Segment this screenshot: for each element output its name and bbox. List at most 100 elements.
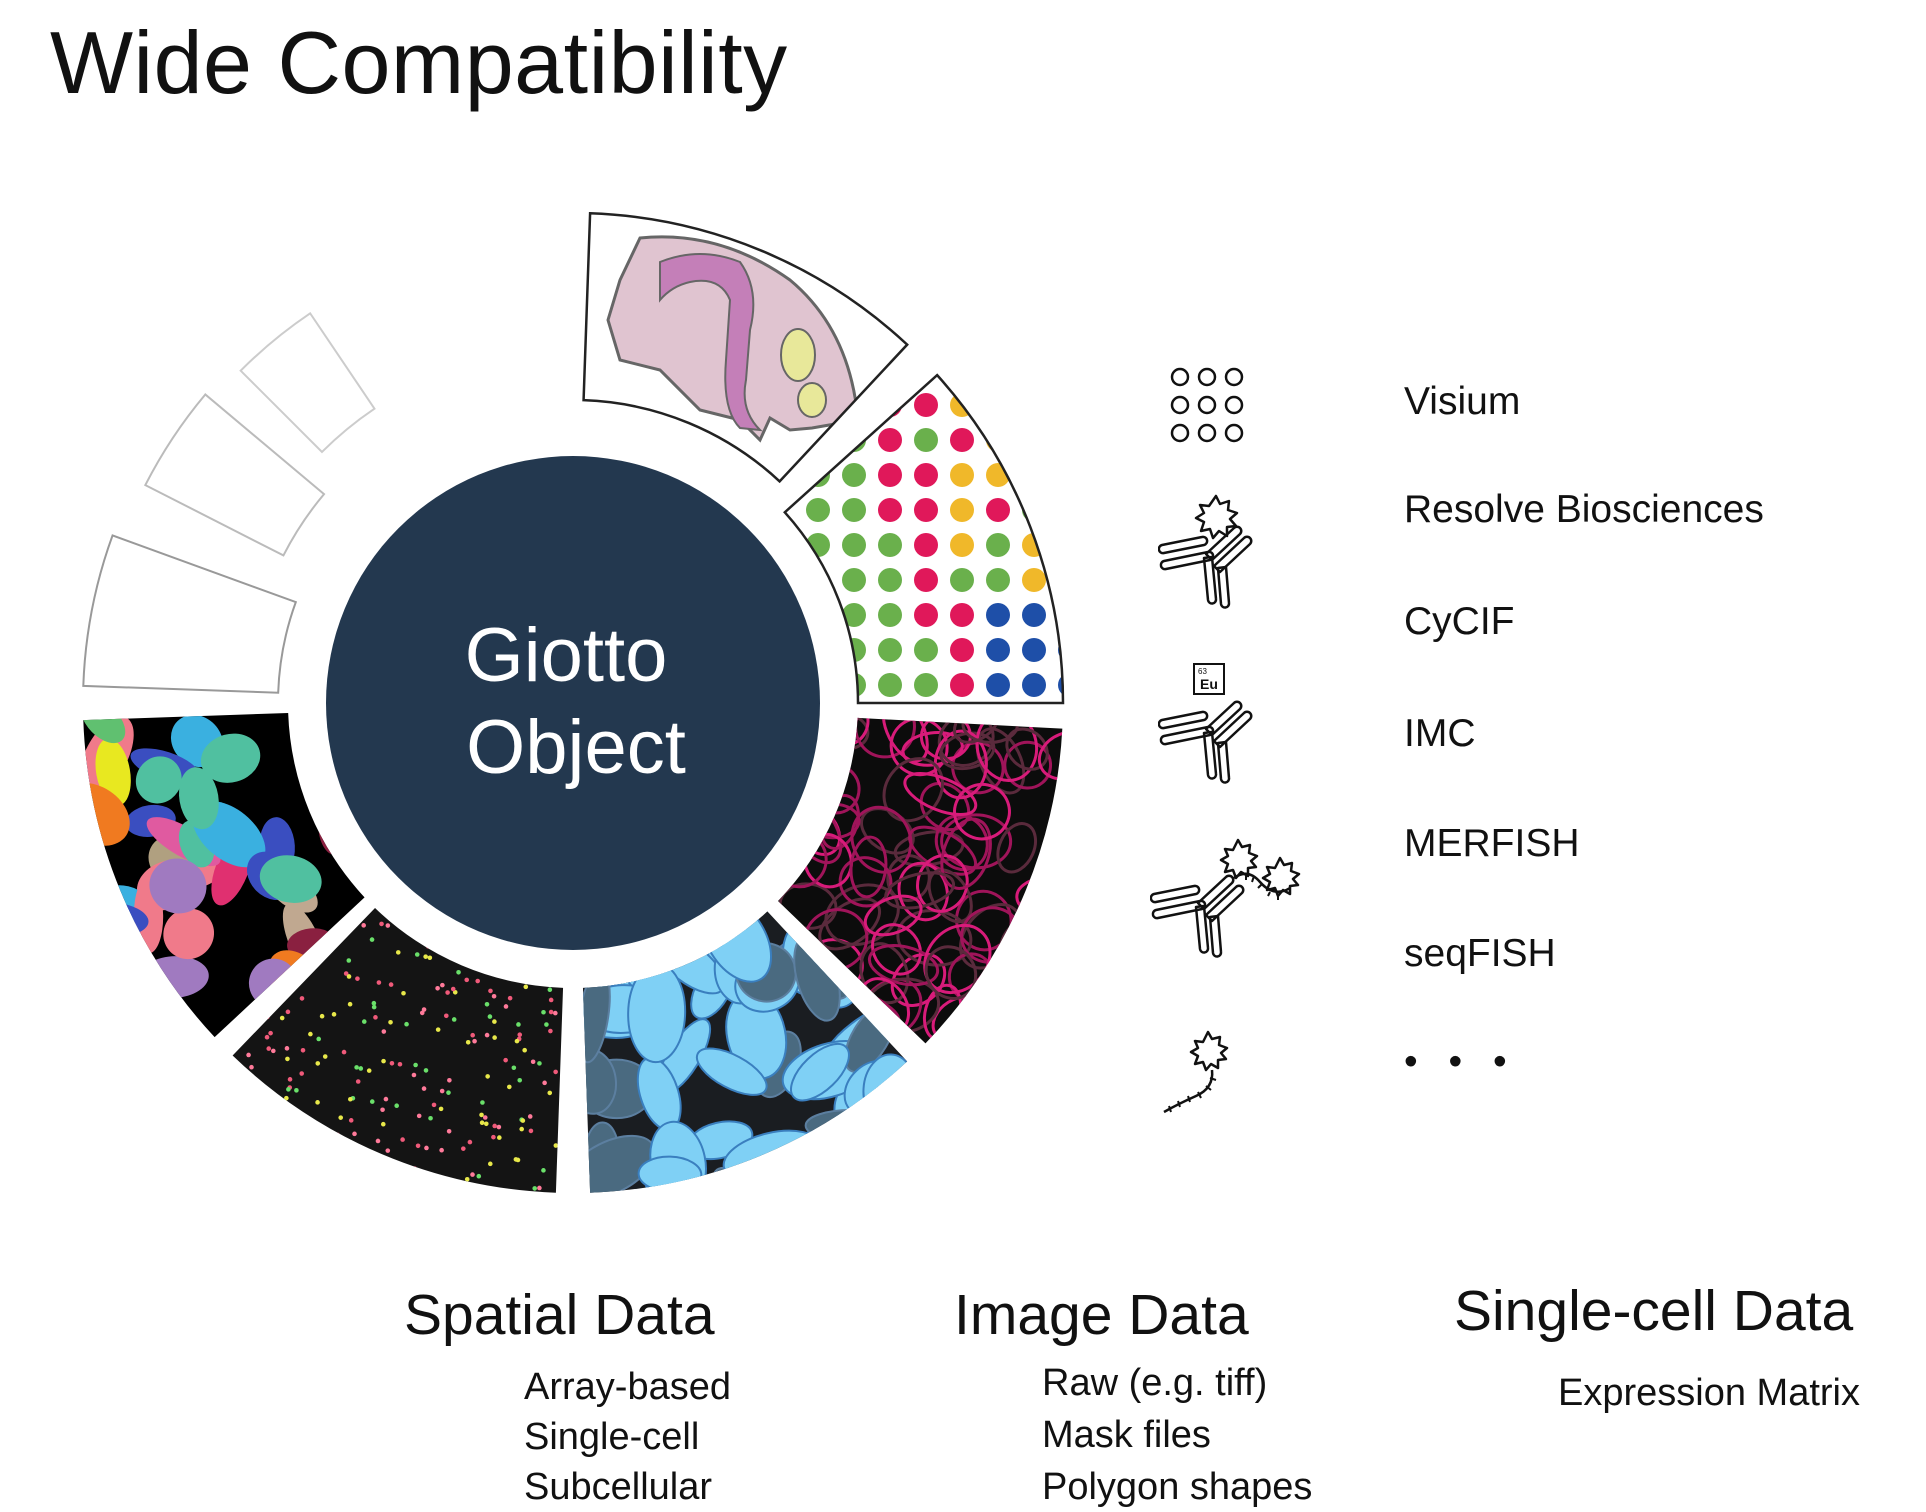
segmented-cell [178,767,219,830]
page-title: Wide Compatibility [50,13,788,112]
transcript-point [491,1134,496,1140]
transcript-point [438,1195,443,1200]
transcript-point [331,1012,337,1017]
transcript-point [361,1019,367,1024]
array-spot [1058,533,1063,557]
empty-placeholder-wedge [143,393,326,557]
transcript-point [285,1056,290,1062]
transcript-point [548,997,554,1003]
tech-label-resolve-biosciences: Resolve Biosciences [1404,488,1764,531]
mask-cell-outline [884,871,956,910]
transcript-point [247,1122,252,1127]
transcript-point [442,949,447,955]
transcript-point [383,1096,389,1102]
array-spot [950,638,974,662]
array-spot [986,533,1010,557]
transcript-point [299,1071,304,1076]
array-spot [878,428,902,452]
tech-label-imc: IMC [1404,712,1476,755]
transcript-point [295,1138,301,1143]
mask-cell-outline [996,822,1038,874]
transcript-point [388,1020,393,1025]
transcript-point [381,1058,386,1064]
transcript-point [435,1027,441,1032]
array-dots-wedge [783,373,1118,705]
mask-cell-outline [916,854,969,913]
array-spot [842,533,866,557]
transcript-point [470,1032,475,1038]
transcript-point [424,1186,430,1192]
transcript-point [302,1191,308,1193]
transcript-point [277,995,282,1000]
transcript-point [436,1174,441,1180]
transcript-point [479,1120,485,1126]
transcript-point [338,1115,344,1120]
section-title-singlecell: Single-cell Data [1454,1279,1854,1343]
empty-placeholder-wedge [82,534,298,694]
polygon-cell [637,1155,703,1193]
array-spot [878,568,902,592]
array-spot [950,428,974,452]
transcript-point [308,1031,313,1037]
transcript-point [519,953,525,959]
rna-probe-icon [1163,1030,1229,1114]
mask-cell-outline [1037,730,1063,781]
mask-cell-outline [953,717,1001,744]
transcript-point [507,995,513,1001]
mask-image-wedge [778,717,1063,1044]
mask-cell-outline [903,771,978,817]
transcript-point [484,1032,490,1038]
polygon-cell [804,1109,901,1144]
transcript-point [485,1074,490,1079]
transcript-point [360,1179,366,1184]
array-spot [1058,603,1063,627]
transcript-point [439,1088,445,1094]
array-spot [878,638,902,662]
array-spot [986,568,1010,592]
array-spot [986,428,1010,452]
transcript-point [472,1190,478,1193]
array-spot [1094,393,1118,417]
array-spot [914,428,938,452]
transcript-point [380,1107,385,1113]
transcript-point [440,982,445,988]
segmented-cell [149,858,207,914]
transcript-point [256,1163,262,1169]
transcript-point [503,964,509,969]
transcript-point [547,987,553,993]
array-spot [1094,463,1118,487]
transcript-point [275,993,281,998]
transcript-point [495,942,501,948]
segmented-cell [259,855,322,903]
image-item: Mask files [1042,1414,1211,1456]
transcript-point [316,1128,322,1134]
transcript-point [423,954,428,959]
array-spot [1022,393,1046,417]
transcript-point [497,1135,502,1140]
transcript-point [320,1171,326,1177]
transcript-point [264,1000,269,1005]
mask-cell-outline [1016,958,1063,1015]
transcript-point [473,1191,478,1193]
transcript-point [433,931,439,937]
transcript-point [541,1009,546,1015]
transcript-point [265,1014,270,1020]
center-label-line1: Giotto [465,613,668,698]
mask-cell-outline [859,942,910,1005]
array-spot [1022,638,1046,662]
mask-cell-outline [975,717,1039,782]
transcript-point [483,1121,489,1127]
transcript-point [443,1013,449,1019]
transcript-point [416,1113,422,1119]
tech-label-cycif: CyCIF [1404,600,1515,643]
transcript-point [279,1015,285,1021]
transcript-point [503,1057,508,1063]
tech-label-seqfish: seqFISH [1404,932,1556,975]
transcript-point [249,1064,254,1070]
segmented-cell [105,986,152,1038]
image-item: Polygon shapes [1042,1466,1313,1508]
transcript-point [511,1065,517,1071]
transcript-point [244,1027,249,1033]
transcript-point [528,1128,534,1134]
transcript-point [325,1143,330,1148]
